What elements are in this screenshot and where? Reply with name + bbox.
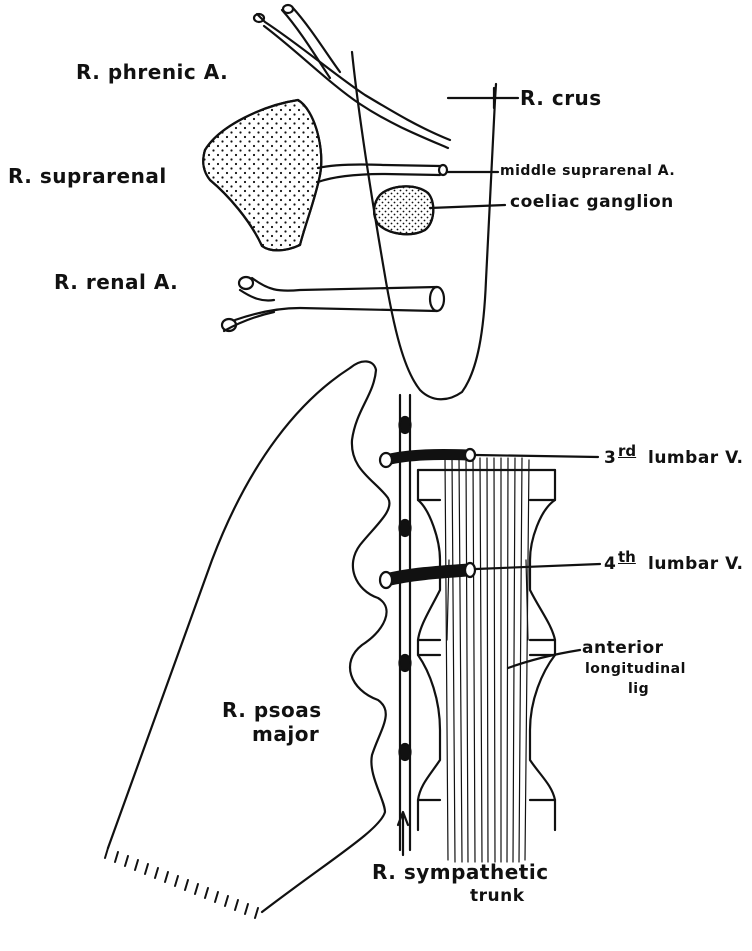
psoas-tendon-hatching (105, 848, 258, 918)
lumbar-vein-3 (380, 449, 598, 467)
psoas-major (105, 361, 389, 918)
label-psoas-1: R. psoas (222, 700, 322, 720)
sympathetic-trunk (398, 395, 411, 855)
renal-artery (222, 277, 444, 331)
label-middle-suprarenal: middle suprarenal A. (500, 164, 675, 178)
label-renal-artery: R. renal A. (54, 272, 178, 292)
suprarenal-gland (203, 100, 321, 250)
lumbar-vein-4 (380, 563, 600, 588)
label-lumbar-4-ordinal: th (618, 550, 636, 565)
label-anterior: anterior (582, 640, 664, 657)
label-crus: R. crus (520, 88, 602, 108)
crus-pointer (448, 88, 518, 108)
label-coeliac-ganglion: coeliac ganglion (510, 194, 674, 211)
label-lumbar-3: lumbar V. (648, 450, 744, 467)
label-sympathetic-2: trunk (470, 888, 525, 905)
label-phrenic-artery: R. phrenic A. (76, 62, 228, 82)
label-sympathetic-1: R. sympathetic (372, 862, 549, 882)
label-psoas-2: major (252, 724, 319, 744)
coeliac-ganglion (374, 186, 505, 234)
label-longitudinal: longitudinal (585, 662, 686, 676)
vertebral-column (418, 470, 555, 830)
anterior-longitudinal-ligament (445, 458, 529, 862)
middle-suprarenal-artery (318, 164, 498, 182)
label-suprarenal: R. suprarenal (8, 166, 167, 186)
ligament-pointer (508, 650, 580, 668)
label-lumbar-4-number: 4 (604, 556, 616, 573)
label-lig: lig (628, 682, 649, 696)
label-lumbar-3-number: 3 (604, 450, 616, 467)
label-lumbar-4: lumbar V. (648, 556, 744, 573)
label-lumbar-3-ordinal: rd (618, 444, 636, 459)
